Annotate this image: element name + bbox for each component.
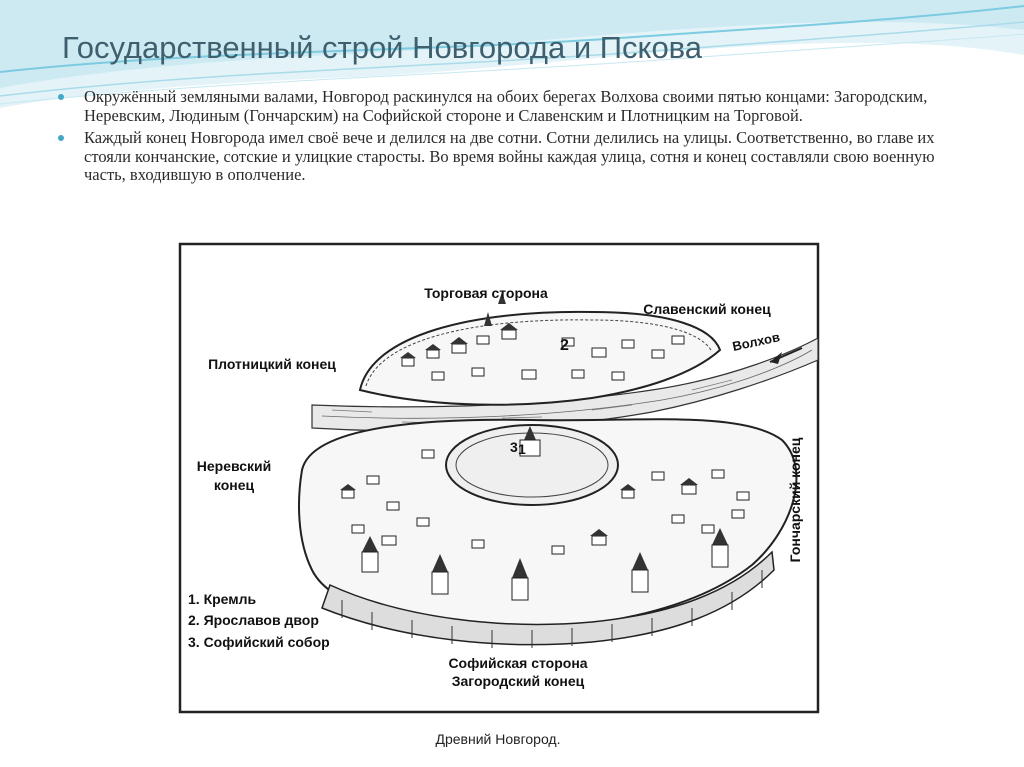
- bullet-item: Каждый конец Новгорода имел своё вече и …: [58, 128, 978, 185]
- label-nerevsky-end-line2: конец: [214, 477, 255, 493]
- legend-item: 2. Ярославов двор: [188, 612, 319, 628]
- label-torgovaya-side: Торговая сторона: [424, 285, 548, 301]
- map-marker-2: 2: [560, 337, 569, 354]
- label-zagorodsky-end: Загородский конец: [452, 673, 585, 689]
- label-goncharsky-end: Гончарский конец: [787, 437, 803, 562]
- label-nerevsky-end-line1: Неревский: [197, 458, 272, 474]
- header-wave-decoration: [0, 0, 1024, 108]
- label-sofiyskaya-side: Софийская сторона: [448, 655, 587, 671]
- bullet-text: Окружённый земляными валами, Новгород ра…: [84, 87, 928, 125]
- legend-item: 3. Софийский собор: [188, 634, 330, 650]
- label-slavensky-end: Славенский конец: [643, 301, 771, 317]
- figure-caption: Древний Новгород.: [436, 731, 561, 747]
- novgorod-map-illustration: Торговая сторона Славенский конец Волхов…: [178, 242, 820, 747]
- map-marker-1: 1: [518, 441, 526, 457]
- bullet-dot-icon: [58, 94, 64, 100]
- map-marker-3: 3: [510, 439, 518, 455]
- label-plotnitsky-end: Плотницкий конец: [208, 356, 336, 372]
- bullet-dot-icon: [58, 135, 64, 141]
- bullet-text: Каждый конец Новгорода имел своё вече и …: [84, 128, 935, 184]
- bullet-list: Окружённый земляными валами, Новгород ра…: [58, 87, 978, 189]
- legend-item: 1. Кремль: [188, 591, 257, 607]
- bullet-item: Окружённый земляными валами, Новгород ра…: [58, 87, 978, 125]
- slide-title: Государственный строй Новгорода и Пскова: [62, 30, 703, 65]
